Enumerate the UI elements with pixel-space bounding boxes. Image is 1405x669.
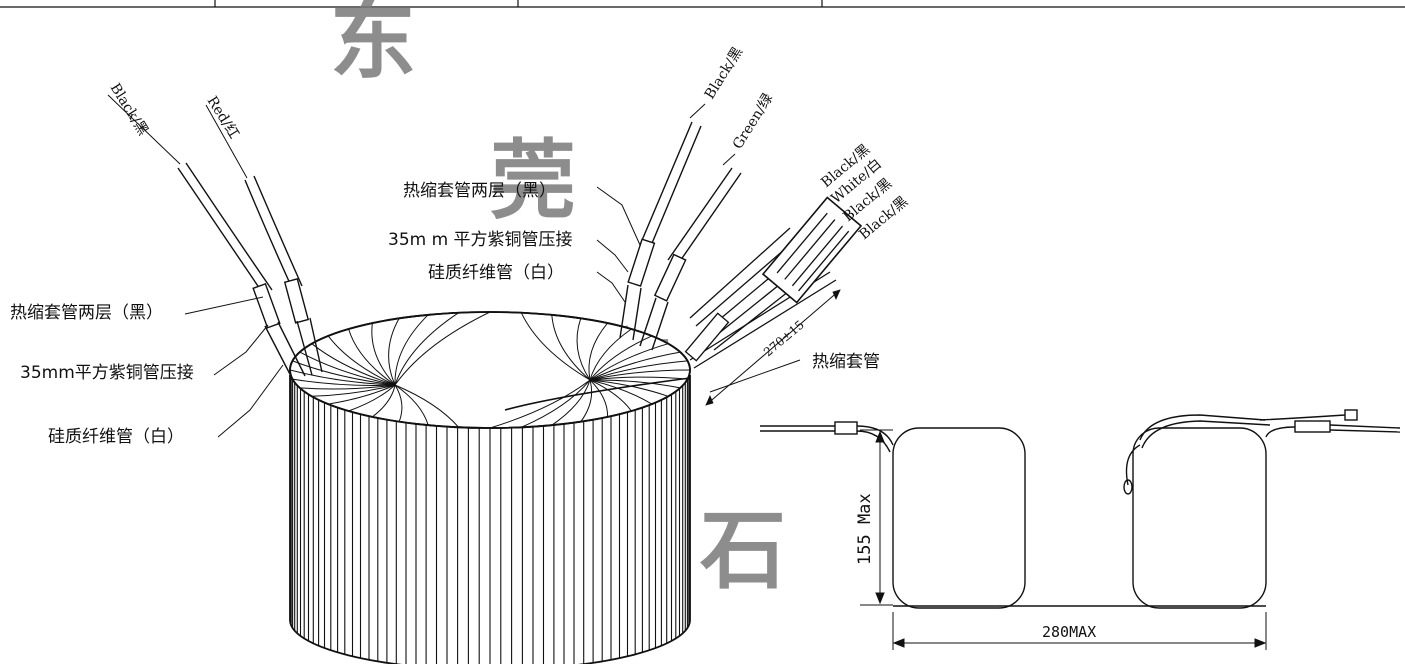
right-callout-copper-crimp: 35m m 平方紫铜管压接 bbox=[388, 230, 573, 250]
watermark-char-1: 东 bbox=[330, 0, 416, 91]
width-dimension-label: 280MAX bbox=[1042, 623, 1096, 641]
top-winding-line bbox=[327, 335, 396, 386]
transformer-body bbox=[289, 311, 691, 669]
top-winding-line bbox=[394, 314, 429, 386]
top-winding-line bbox=[489, 379, 591, 428]
side-view bbox=[760, 409, 1401, 609]
top-winding-line bbox=[588, 322, 608, 381]
top-winding-line bbox=[394, 384, 403, 422]
leader-lines bbox=[107, 94, 801, 438]
top-winding-line bbox=[589, 335, 653, 381]
connector-length-dimension: 270±15 bbox=[761, 318, 807, 360]
right-wire-label-1: Black/黑 bbox=[702, 44, 746, 102]
connector-housing bbox=[761, 196, 863, 304]
watermark-char-2: 莞 bbox=[490, 131, 576, 231]
top-winding-line bbox=[311, 384, 396, 397]
top-winding-line bbox=[348, 384, 396, 412]
top-winding-line bbox=[589, 369, 690, 381]
callouts: 热缩套管两层（黑） 35mm平方紫铜管压接 硅质纤维管（白） 热缩套管两层（黑）… bbox=[10, 181, 880, 447]
top-winding-line bbox=[348, 328, 396, 386]
watermark-char-4: 石 bbox=[700, 501, 786, 601]
right-callout-heat-shrink: 热缩套管两层（黑） bbox=[403, 181, 556, 201]
top-winding-line bbox=[589, 343, 669, 381]
top-winding-line bbox=[371, 323, 396, 386]
left-lead-wires bbox=[177, 162, 323, 381]
right-lead-wires bbox=[619, 121, 742, 351]
connector-bundle bbox=[684, 196, 863, 406]
top-winding-line bbox=[299, 384, 396, 390]
height-dimension-label: 155 Max bbox=[855, 493, 875, 565]
top-winding-line bbox=[394, 312, 459, 386]
left-callout-copper-crimp: 35mm平方紫铜管压接 bbox=[20, 363, 194, 383]
title-block-border bbox=[0, 0, 1405, 8]
top-winding-line bbox=[394, 384, 460, 428]
left-callout-heat-shrink: 热缩套管两层（黑） bbox=[10, 303, 163, 323]
top-winding-line bbox=[292, 360, 396, 386]
top-windings bbox=[290, 312, 690, 428]
side-view-dimensions bbox=[860, 429, 1267, 650]
top-winding-line bbox=[372, 384, 396, 418]
top-winding-line bbox=[394, 384, 429, 426]
top-winding-line bbox=[551, 379, 591, 426]
top-winding-line bbox=[520, 312, 591, 381]
top-winding-line bbox=[580, 379, 593, 422]
top-winding-line bbox=[311, 343, 396, 386]
right-callout-fiber-tube: 硅质纤维管（白） bbox=[428, 263, 564, 283]
top-winding-line bbox=[521, 379, 591, 428]
top-winding-line bbox=[388, 318, 400, 386]
top-winding-line bbox=[290, 369, 396, 386]
right-wire-label-2: Green/绿 bbox=[730, 91, 777, 152]
side-view-right-section bbox=[1132, 427, 1267, 609]
top-winding-line bbox=[589, 360, 688, 381]
heat-shrink-callout: 热缩套管 bbox=[812, 352, 880, 372]
top-winding-line bbox=[589, 376, 688, 381]
top-winding-line bbox=[589, 351, 681, 381]
top-winding-line bbox=[589, 379, 653, 405]
top-winding-line bbox=[589, 379, 609, 417]
top-winding-line bbox=[299, 351, 396, 386]
side-windings bbox=[290, 370, 690, 669]
side-view-left-section bbox=[892, 427, 1026, 609]
top-winding-line bbox=[328, 384, 396, 405]
left-callout-fiber-tube: 硅质纤维管（白） bbox=[48, 427, 184, 447]
top-winding-line bbox=[551, 314, 591, 381]
top-winding-line bbox=[589, 379, 681, 389]
top-winding-line bbox=[394, 312, 491, 386]
top-winding-line bbox=[589, 379, 632, 412]
top-winding-line bbox=[292, 378, 396, 386]
top-winding-line bbox=[589, 328, 632, 381]
top-winding-line bbox=[576, 318, 591, 381]
